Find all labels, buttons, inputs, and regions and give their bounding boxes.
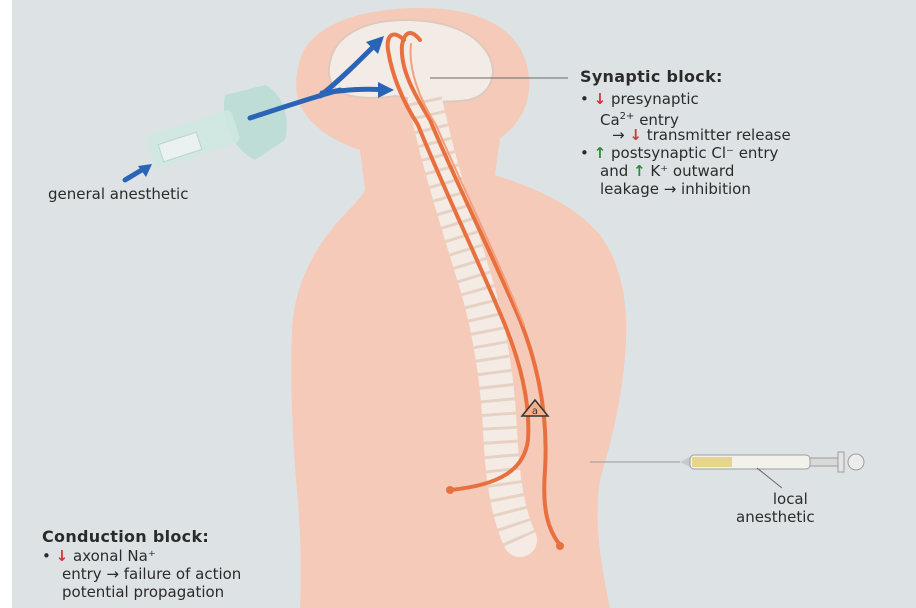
- nerve-end-right: [556, 542, 564, 550]
- bullet: •: [42, 547, 51, 565]
- decrease-arrow-icon: ↓: [629, 126, 642, 144]
- result-arrow-icon: →: [612, 126, 625, 144]
- presynaptic-text: presynaptic: [611, 90, 699, 108]
- local-anesthetic-line1: local: [766, 490, 815, 508]
- calcium-charge: 2+: [620, 111, 635, 122]
- postsynaptic-text: postsynaptic Cl⁻ entry: [611, 144, 778, 162]
- marker-letter: a: [532, 406, 538, 417]
- axonal-na-text: axonal Na⁺: [73, 547, 156, 565]
- conduction-line-3: potential propagation: [62, 583, 224, 601]
- nerve-end-left: [446, 486, 454, 494]
- inhibition-line: leakage → inhibition: [600, 180, 751, 198]
- local-anesthetic-line2: anesthetic: [736, 508, 815, 526]
- general-anesthetic-label: general anesthetic: [48, 185, 188, 203]
- transmitter-release-text: transmitter release: [647, 126, 791, 144]
- potassium-text: K⁺ outward: [650, 162, 734, 180]
- and-text: and: [600, 162, 628, 180]
- conduction-line-2: entry → failure of action: [62, 565, 241, 583]
- synaptic-bullet-2: • ↑ postsynaptic Cl⁻ entry: [580, 144, 778, 162]
- synaptic-bullet-1: • ↓ presynaptic: [580, 90, 699, 108]
- decrease-arrow-icon: ↓: [56, 547, 69, 565]
- increase-arrow-icon: ↑: [633, 162, 646, 180]
- conduction-bullet: • ↓ axonal Na⁺: [42, 547, 156, 565]
- bullet: •: [580, 144, 589, 162]
- bullet: •: [580, 90, 589, 108]
- synaptic-block-title: Synaptic block:: [580, 67, 723, 86]
- potassium-line: and ↑ K⁺ outward: [600, 162, 734, 180]
- local-anesthetic-label: local anesthetic: [766, 490, 815, 526]
- conduction-block-title: Conduction block:: [42, 527, 209, 546]
- decrease-arrow-icon: ↓: [594, 90, 607, 108]
- increase-arrow-icon: ↑: [594, 144, 607, 162]
- transmitter-release-line: → ↓ transmitter release: [612, 126, 791, 144]
